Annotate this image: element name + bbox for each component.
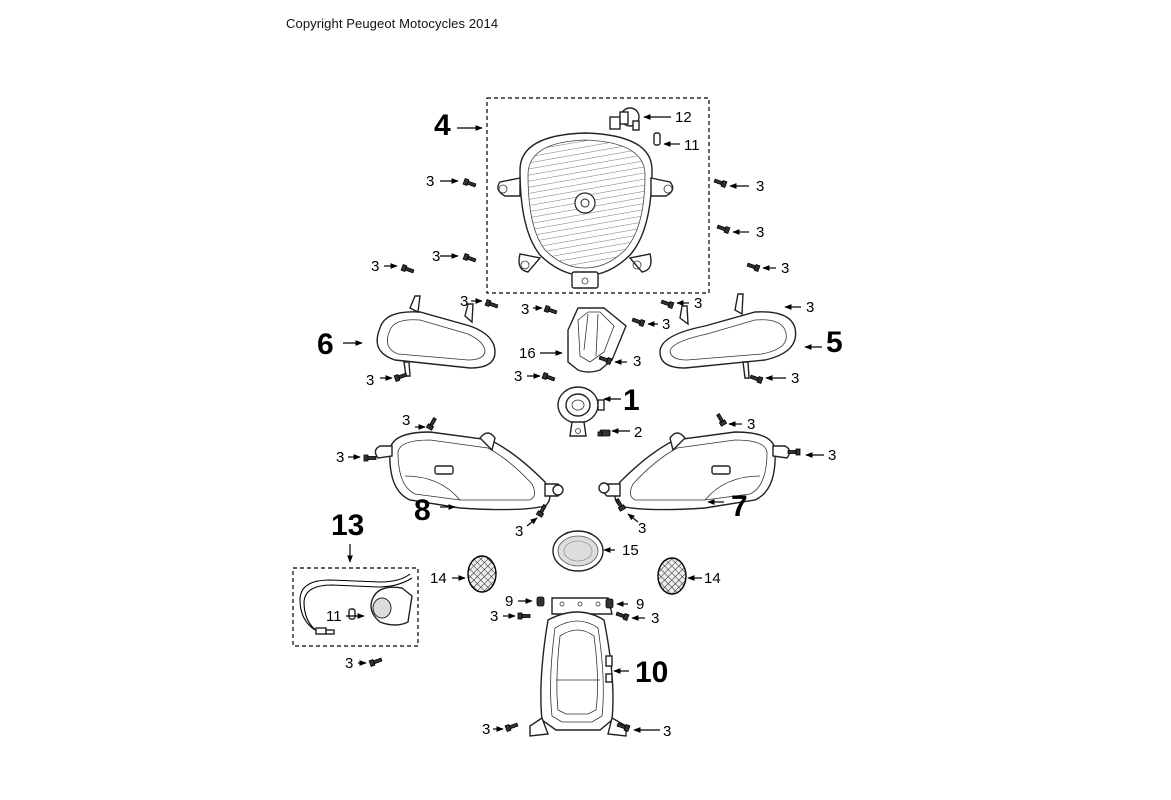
callout-3: 3 xyxy=(781,260,789,277)
callout-3: 3 xyxy=(336,449,344,466)
headlight-reflector xyxy=(497,132,674,289)
callout-3: 3 xyxy=(651,610,659,627)
callout-3: 3 xyxy=(482,721,490,738)
callout-12: 12 xyxy=(675,109,692,126)
licence-plate-light-assembly xyxy=(299,573,413,635)
right-position-light xyxy=(598,431,791,511)
screws-3 xyxy=(363,177,801,733)
left-turn-signal-lens xyxy=(376,295,496,377)
leader-arrows xyxy=(343,114,824,733)
callout-3: 3 xyxy=(426,173,434,190)
callout-3: 3 xyxy=(806,299,814,316)
headlight-group-box xyxy=(486,97,710,294)
copyright-text: Copyright Peugeot Motocycles 2014 xyxy=(286,16,499,31)
callout-9: 9 xyxy=(505,593,513,610)
reflector-round xyxy=(552,530,604,572)
callout-13: 13 xyxy=(331,509,364,542)
callout-3: 3 xyxy=(490,608,498,625)
screw-2 xyxy=(597,429,611,437)
callout-3: 3 xyxy=(432,248,440,265)
callout-3: 3 xyxy=(460,293,468,310)
callout-labels: 4 12 11 3 3 3 3 3 6 3 16 3 1 2 3 3 8 3 1… xyxy=(317,109,843,740)
left-position-light xyxy=(374,431,564,511)
callout-3: 3 xyxy=(747,416,755,433)
callout-11: 11 xyxy=(326,608,342,625)
bulb-small-top xyxy=(653,132,661,146)
callout-3: 3 xyxy=(828,447,836,464)
right-turn-signal-lens xyxy=(659,293,797,379)
bracket xyxy=(567,307,627,373)
callout-2: 2 xyxy=(634,424,642,441)
callout-3: 3 xyxy=(633,353,641,370)
callout-11: 11 xyxy=(684,137,700,154)
callout-7: 7 xyxy=(731,490,748,523)
rear-light xyxy=(529,597,627,737)
callout-14: 14 xyxy=(430,570,447,587)
callout-3: 3 xyxy=(791,370,799,387)
side-reflector-right xyxy=(657,557,687,595)
callout-3: 3 xyxy=(515,523,523,540)
callout-9: 9 xyxy=(636,596,644,613)
callout-3: 3 xyxy=(402,412,410,429)
callout-4: 4 xyxy=(434,109,451,142)
callout-3: 3 xyxy=(663,723,671,740)
callout-3: 3 xyxy=(521,301,529,318)
callout-3: 3 xyxy=(514,368,522,385)
callout-8: 8 xyxy=(414,494,431,527)
callout-3: 3 xyxy=(694,295,702,312)
callout-3: 3 xyxy=(366,372,374,389)
bulb-h4 xyxy=(609,107,640,131)
callout-3: 3 xyxy=(756,224,764,241)
callout-15: 15 xyxy=(622,542,639,559)
callout-14: 14 xyxy=(704,570,721,587)
callout-1: 1 xyxy=(623,384,640,417)
callout-10: 10 xyxy=(635,656,668,689)
callout-6: 6 xyxy=(317,328,334,361)
callout-3: 3 xyxy=(756,178,764,195)
callout-16: 16 xyxy=(519,345,536,362)
callout-5: 5 xyxy=(826,326,843,359)
horn xyxy=(557,386,605,437)
licence-light-group-box xyxy=(292,567,419,647)
callout-3: 3 xyxy=(345,655,353,672)
callout-3: 3 xyxy=(371,258,379,275)
callout-3: 3 xyxy=(662,316,670,333)
clips-9 xyxy=(536,596,614,609)
callout-3: 3 xyxy=(638,520,646,537)
side-reflector-left xyxy=(467,555,497,593)
